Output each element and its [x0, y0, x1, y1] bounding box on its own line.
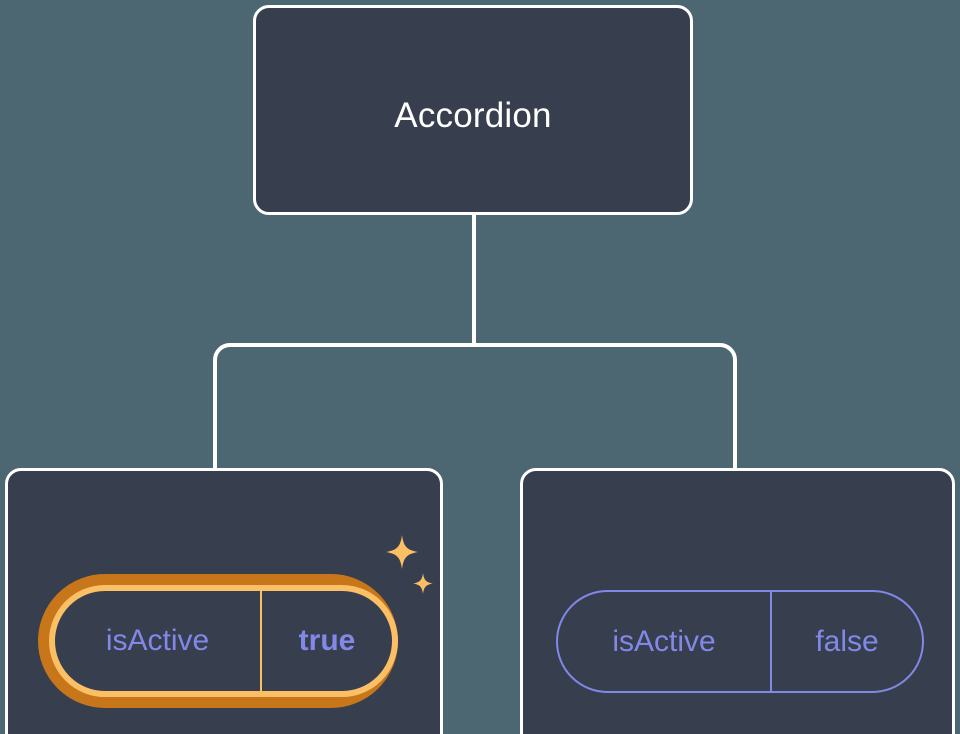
edge-to-panel-left [213, 343, 474, 468]
prop-key-isactive-left: isActive [55, 591, 262, 691]
prop-value-true: true [298, 624, 356, 657]
prop-value-false: false [815, 624, 879, 658]
prop-pill-isactive-false[interactable]: isActive false [556, 590, 924, 693]
prop-key-isactive-right: isActive [558, 592, 772, 691]
node-accordion[interactable]: Accordion [253, 5, 693, 215]
node-accordion-title: Accordion [394, 96, 552, 135]
prop-pill-inner-ring: isActive true [49, 585, 398, 697]
edge-to-panel-right [474, 343, 737, 468]
prop-pill-isactive-true[interactable]: isActive true [38, 574, 398, 708]
